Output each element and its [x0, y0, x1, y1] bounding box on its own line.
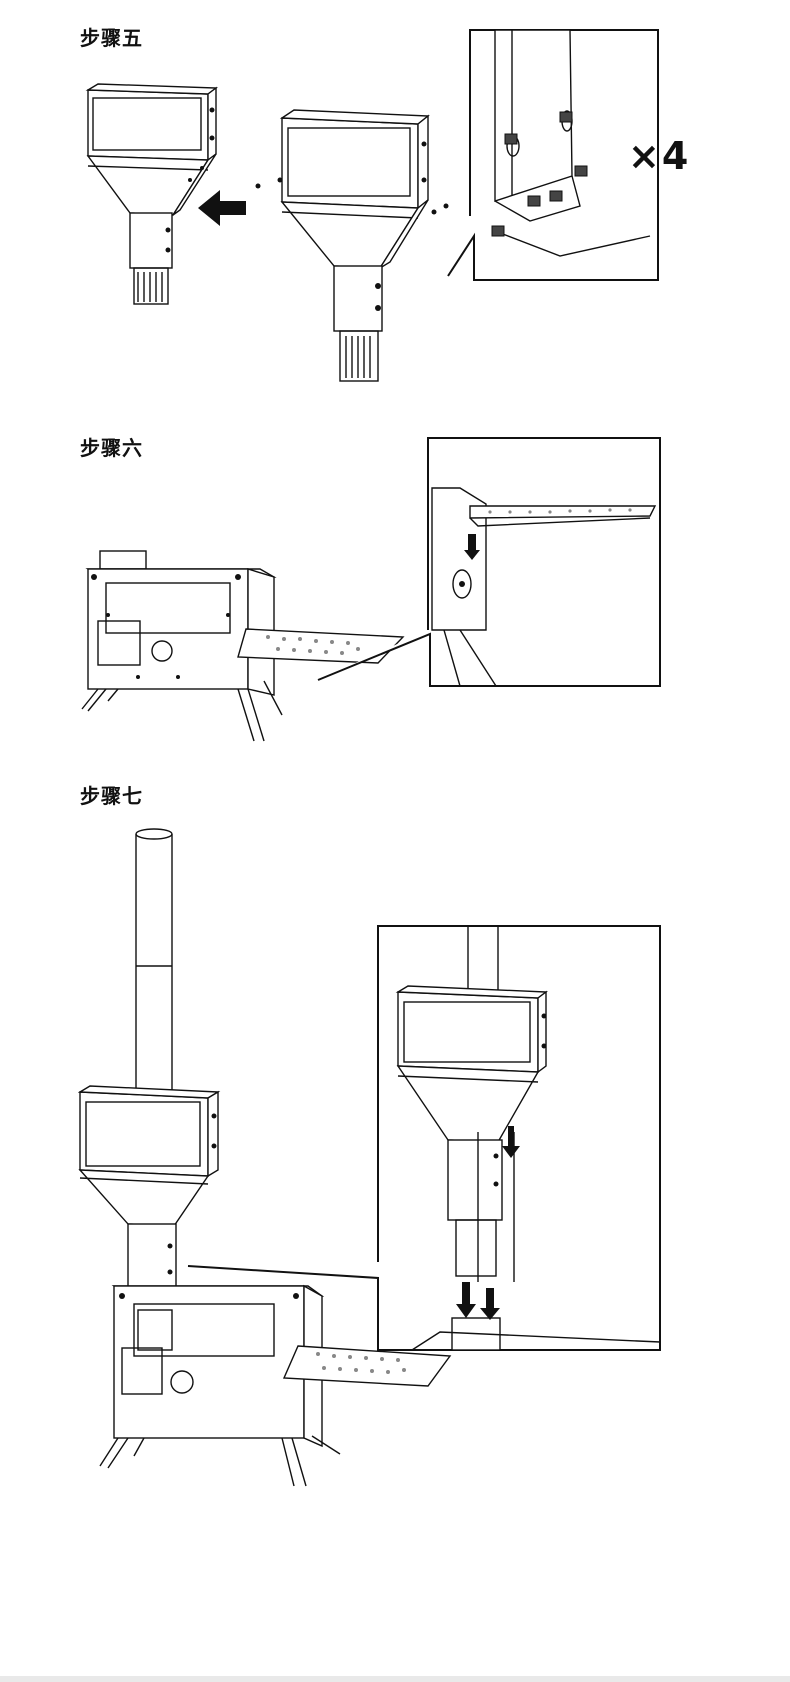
detail-callout-step5	[447, 29, 659, 281]
exploded-hopper-illustration	[279, 109, 449, 382]
page-bottom-divider	[0, 1676, 790, 1682]
full-stove-assembly-illustration	[78, 828, 452, 1487]
bolt-pieces-icon	[255, 177, 283, 189]
arrow-left-icon	[198, 190, 246, 226]
step-5-title: 步骤五	[80, 26, 143, 50]
detail-callout-step6	[317, 437, 661, 687]
step-6-title: 步骤六	[80, 436, 143, 460]
quantity-multiplier: ×4	[628, 134, 691, 178]
stove-with-side-shelf-illustration	[81, 550, 405, 742]
assembled-hopper-illustration	[85, 83, 219, 305]
detail-callout-step7	[187, 925, 661, 1351]
step-7-title: 步骤七	[80, 784, 143, 808]
